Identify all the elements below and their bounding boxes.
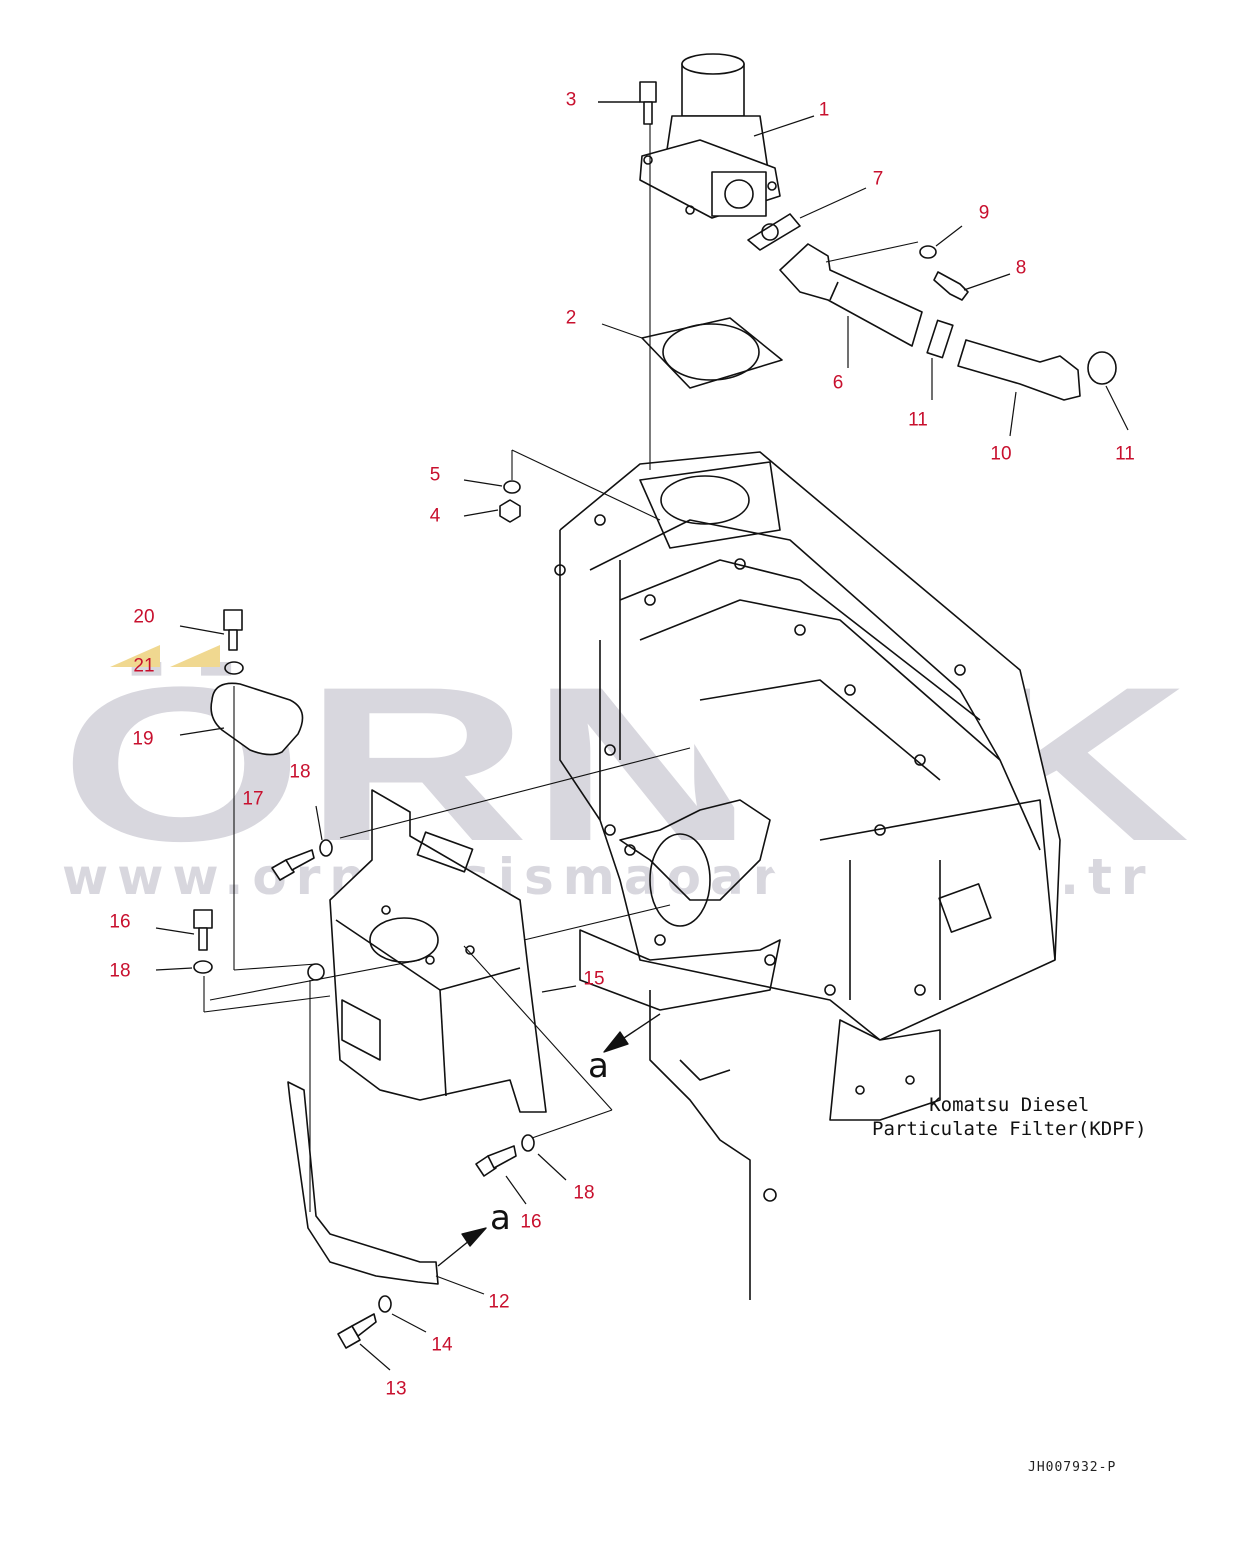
part-19-cover — [210, 682, 304, 756]
part-4-nut — [499, 499, 521, 523]
part-18-washer — [521, 1134, 535, 1152]
callout-7: 7 — [872, 168, 884, 190]
view-arrows — [437, 1013, 661, 1267]
callout-18: 18 — [289, 761, 311, 783]
assembly-lines — [203, 124, 919, 1212]
callout-18: 18 — [573, 1182, 595, 1204]
callout-17: 17 — [242, 788, 264, 810]
part-14-washer — [378, 1295, 392, 1313]
callout-9: 9 — [978, 202, 990, 224]
callout-16: 16 — [520, 1211, 542, 1233]
watermark-accent-triangle — [110, 645, 160, 667]
part-8-bolt — [933, 271, 969, 301]
part-16-bolt — [193, 909, 213, 951]
part-3-bolt — [639, 81, 657, 125]
callout-19: 19 — [132, 728, 154, 750]
part-11-clamp — [1087, 351, 1117, 385]
callout-4: 4 — [429, 505, 441, 527]
callout-18: 18 — [109, 960, 131, 982]
callout-2: 2 — [565, 307, 577, 329]
part-18-washer — [193, 960, 213, 974]
callout-21: 21 — [133, 655, 155, 677]
view-reference-a: a — [588, 1046, 609, 1086]
part-15-heat-shield — [329, 789, 547, 1113]
part-10-hose — [957, 339, 1081, 401]
part-5-washer — [503, 480, 521, 494]
callout-11: 11 — [908, 409, 928, 431]
leader-lines — [155, 115, 1129, 1371]
part-20-bolt — [223, 609, 243, 651]
callout-12: 12 — [488, 1291, 510, 1313]
part-7-gasket — [747, 213, 801, 251]
view-reference-a: a — [490, 1198, 511, 1238]
callout-1: 1 — [818, 99, 830, 121]
part-9-washer — [919, 245, 937, 259]
component-caption: Komatsu Diesel Particulate Filter(KDPF) — [872, 1093, 1147, 1141]
callout-20: 20 — [133, 606, 155, 628]
kdpf-assembly — [554, 451, 1061, 1300]
callout-5: 5 — [429, 464, 441, 486]
part-2-gasket — [641, 317, 783, 389]
callout-10: 10 — [990, 443, 1012, 465]
part-16-bolt — [475, 1145, 517, 1177]
callout-8: 8 — [1015, 257, 1027, 279]
callout-16: 16 — [109, 911, 131, 933]
part-1-exhaust-outlet — [639, 53, 781, 219]
drawing-number: JH007932-P — [1028, 1460, 1117, 1475]
callout-11: 11 — [1115, 443, 1135, 465]
callout-3: 3 — [565, 89, 577, 111]
part-18-washer — [319, 839, 333, 857]
watermark-accent-triangle — [170, 645, 220, 667]
part-21-washer — [224, 661, 244, 675]
callout-14: 14 — [431, 1334, 453, 1356]
part-6-pipe — [779, 243, 923, 347]
part-11-clamp — [926, 319, 954, 359]
callout-13: 13 — [385, 1378, 407, 1400]
callout-15: 15 — [583, 968, 605, 990]
caption-line-1: Komatsu Diesel — [929, 1094, 1090, 1116]
part-17-bolt — [271, 849, 315, 881]
part-13-bolt — [337, 1313, 377, 1349]
callout-6: 6 — [832, 372, 844, 394]
caption-line-2: Particulate Filter(KDPF) — [872, 1118, 1147, 1140]
